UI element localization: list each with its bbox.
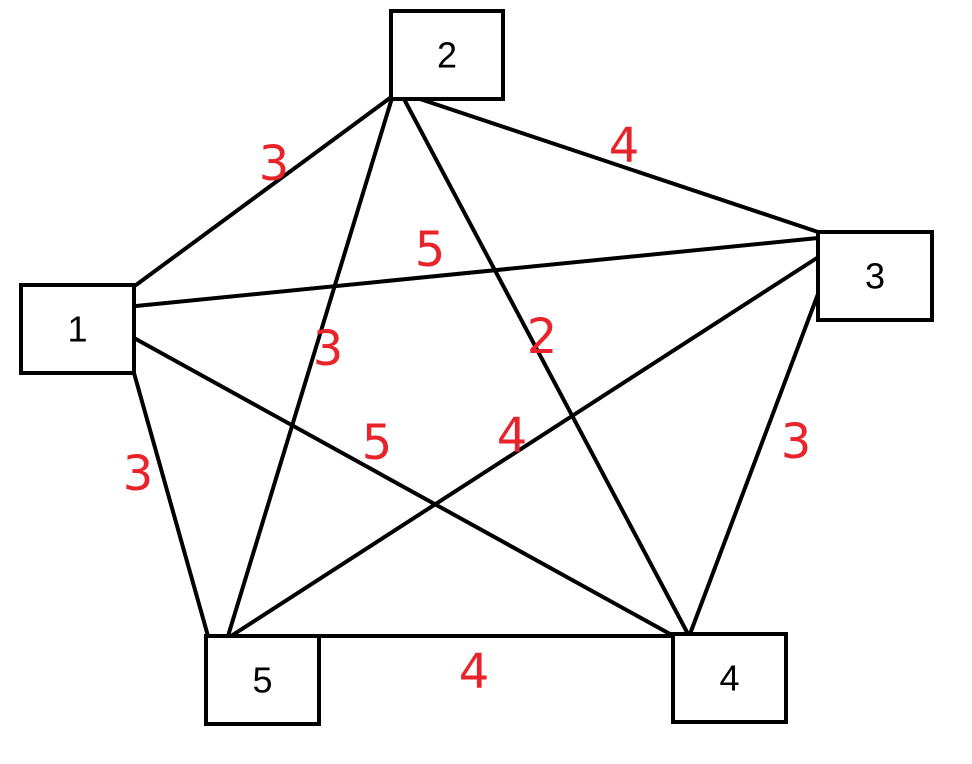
edge-weight-5-4: 4 (459, 644, 490, 700)
node-box (671, 632, 788, 724)
node-box (19, 283, 136, 375)
edge-weight-3-4: 3 (781, 414, 812, 470)
edge-weight-2-5: 3 (313, 321, 344, 377)
node-label: 5 (252, 660, 272, 701)
edge-2-3 (418, 97, 820, 234)
node-box (389, 9, 505, 101)
edge-3-4 (688, 292, 820, 636)
nodes-layer: 1 2 3 4 5 (19, 9, 934, 726)
edge-2-5 (226, 96, 394, 638)
edge-weight-1-4: 5 (362, 415, 393, 471)
edge-1-4 (132, 336, 672, 636)
edges-layer (132, 96, 822, 640)
node-label: 3 (865, 256, 885, 297)
node-3: 3 (816, 230, 934, 322)
edge-weight-1-2: 3 (259, 136, 290, 192)
edge-2-4 (402, 97, 690, 636)
node-4: 4 (671, 632, 788, 724)
node-box (816, 230, 934, 322)
edge-weight-3-5: 4 (497, 408, 528, 464)
edge-1-2 (134, 96, 392, 287)
edge-weight-1-5: 3 (123, 446, 154, 502)
edge-weight-2-4: 2 (527, 309, 558, 365)
edge-weight-2-3: 4 (609, 118, 640, 174)
node-1: 1 (19, 283, 136, 375)
edge-3-5 (226, 254, 822, 640)
node-label: 4 (719, 658, 739, 699)
node-box (204, 634, 321, 726)
node-2: 2 (389, 9, 505, 101)
edge-1-5 (132, 371, 210, 638)
node-label: 1 (67, 309, 87, 350)
edge-1-3 (134, 236, 820, 308)
edge-weight-1-3: 5 (415, 222, 446, 278)
node-label: 2 (437, 35, 457, 76)
node-5: 5 (204, 634, 321, 726)
